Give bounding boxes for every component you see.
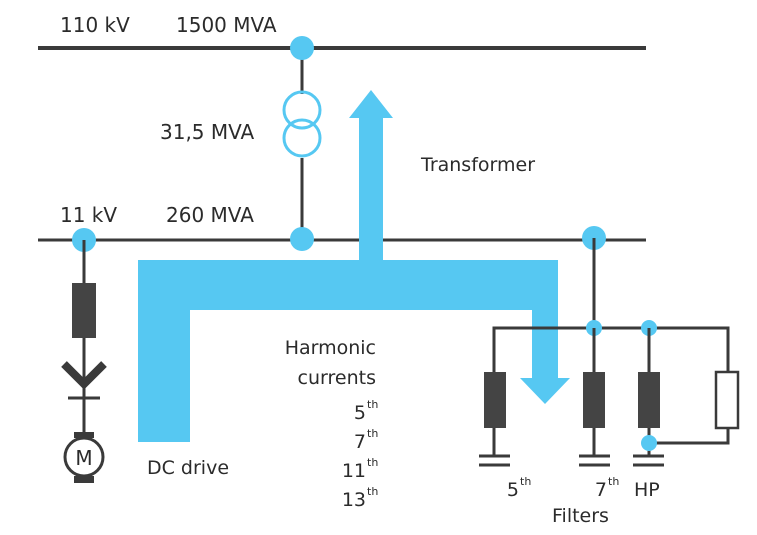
harmonic-order-7: 7	[354, 431, 366, 453]
filter-hp-reactor	[638, 372, 660, 428]
filter-bus	[492, 326, 730, 372]
transformer-rating-label: 31,5 MVA	[160, 120, 255, 144]
filter-hp-label: HP	[634, 479, 660, 501]
filter-5th-label-suffix: th	[520, 475, 531, 488]
filter-7th-reactor	[583, 372, 605, 428]
transformer-flow-shaft	[359, 118, 383, 262]
rectifier-chevron-icon	[61, 361, 107, 390]
filters-label: Filters	[552, 505, 609, 527]
transformer-winding-primary	[282, 90, 322, 130]
harmonic-label-line2: currents	[298, 367, 376, 389]
harmonic-order-13: 13	[342, 489, 366, 511]
harmonic-flow-down-arrow-icon	[520, 378, 570, 404]
harmonic-label-line1: Harmonic	[285, 337, 376, 359]
lv-power-label: 260 MVA	[166, 203, 254, 227]
harmonic-flow-right-drop	[532, 260, 558, 378]
motor-shaft-top	[74, 432, 94, 438]
filter-hp-node	[641, 435, 657, 451]
dc-drive-label: DC drive	[147, 457, 229, 479]
hv-node	[290, 36, 314, 60]
filter-5th-reactor	[484, 372, 506, 428]
filter-hp-resistor-return	[649, 428, 730, 445]
harmonic-flow-horizontal	[138, 260, 558, 310]
harmonic-order-13-suffix: th	[367, 485, 378, 498]
transformer-winding-secondary	[282, 118, 322, 158]
harmonic-order-5: 5	[354, 402, 366, 424]
filter-7th-label: 7	[595, 479, 607, 501]
harmonic-order-11: 11	[342, 460, 366, 482]
filter-7th-label-suffix: th	[608, 475, 619, 488]
transformer-label: Transformer	[420, 154, 535, 176]
motor-shaft-bottom	[74, 476, 94, 483]
hv-voltage-label: 110 kV	[60, 13, 130, 37]
lv-voltage-label: 11 kV	[60, 203, 117, 227]
motor-reactor	[72, 283, 96, 338]
harmonic-order-11-suffix: th	[367, 456, 378, 469]
motor-label: M	[75, 446, 92, 470]
harmonic-order-5-suffix: th	[367, 398, 378, 411]
hv-power-label: 1500 MVA	[176, 13, 277, 37]
harmonic-order-7-suffix: th	[367, 427, 378, 440]
filter-5th-label: 5	[507, 479, 519, 501]
lv-node-transformer	[290, 227, 314, 251]
filter-hp-resistor	[714, 370, 740, 430]
transformer-flow-up-arrow-icon	[349, 90, 393, 118]
